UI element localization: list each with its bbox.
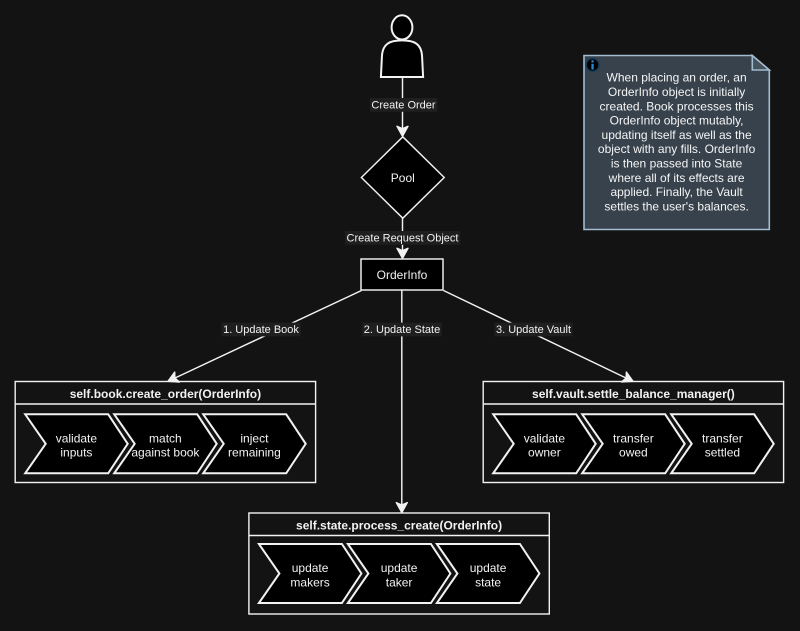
svg-text:self.book.create_order(OrderIn: self.book.create_order(OrderInfo) [70, 387, 261, 401]
svg-text:OrderInfo: OrderInfo [377, 268, 428, 282]
svg-text:object with any fills. OrderIn: object with any fills. OrderInfo [598, 142, 756, 156]
svg-text:owner: owner [528, 446, 561, 460]
svg-text:updating itself as well as the: updating itself as well as the [602, 128, 752, 142]
svg-text:self.vault.settle_balance_mana: self.vault.settle_balance_manager() [532, 387, 735, 401]
svg-text:inject: inject [240, 431, 269, 445]
svg-text:Pool: Pool [391, 171, 415, 185]
svg-text:taker: taker [386, 575, 413, 589]
svg-text:validate: validate [524, 431, 566, 445]
svg-text:applied. Finally, the Vault: applied. Finally, the Vault [610, 185, 743, 199]
svg-text:against book: against book [131, 446, 200, 460]
svg-text:3. Update Vault: 3. Update Vault [496, 324, 571, 336]
svg-text:self.state.process_create(Orde: self.state.process_create(OrderInfo) [296, 518, 502, 532]
svg-text:transfer: transfer [702, 431, 743, 445]
svg-text:settles the user's balances.: settles the user's balances. [604, 199, 748, 213]
svg-text:1. Update Book: 1. Update Book [223, 324, 299, 336]
svg-text:inputs: inputs [60, 446, 92, 460]
svg-text:settled: settled [705, 446, 740, 460]
svg-text:state: state [475, 575, 501, 589]
svg-text:OrderInfo object is initially: OrderInfo object is initially [608, 85, 745, 99]
svg-text:update: update [292, 561, 329, 575]
svg-text:makers: makers [290, 575, 329, 589]
svg-text:When placing an order, an: When placing an order, an [607, 71, 747, 85]
svg-text:OrderInfo object mutably,: OrderInfo object mutably, [610, 114, 744, 128]
svg-text:update: update [470, 561, 507, 575]
svg-text:update: update [381, 561, 418, 575]
svg-text:where all of its effects are: where all of its effects are [608, 171, 745, 185]
svg-text:match: match [149, 431, 182, 445]
svg-text:created. Book processes this: created. Book processes this [600, 99, 754, 113]
svg-text:remaining: remaining [228, 446, 281, 460]
svg-text:2. Update State: 2. Update State [364, 324, 440, 336]
svg-text:Create Order: Create Order [371, 100, 436, 112]
svg-text:validate: validate [56, 431, 98, 445]
svg-text:transfer: transfer [613, 431, 654, 445]
svg-text:is then passed into State: is then passed into State [611, 157, 743, 171]
svg-text:Create Request Object: Create Request Object [347, 233, 459, 245]
svg-text:owed: owed [619, 446, 648, 460]
